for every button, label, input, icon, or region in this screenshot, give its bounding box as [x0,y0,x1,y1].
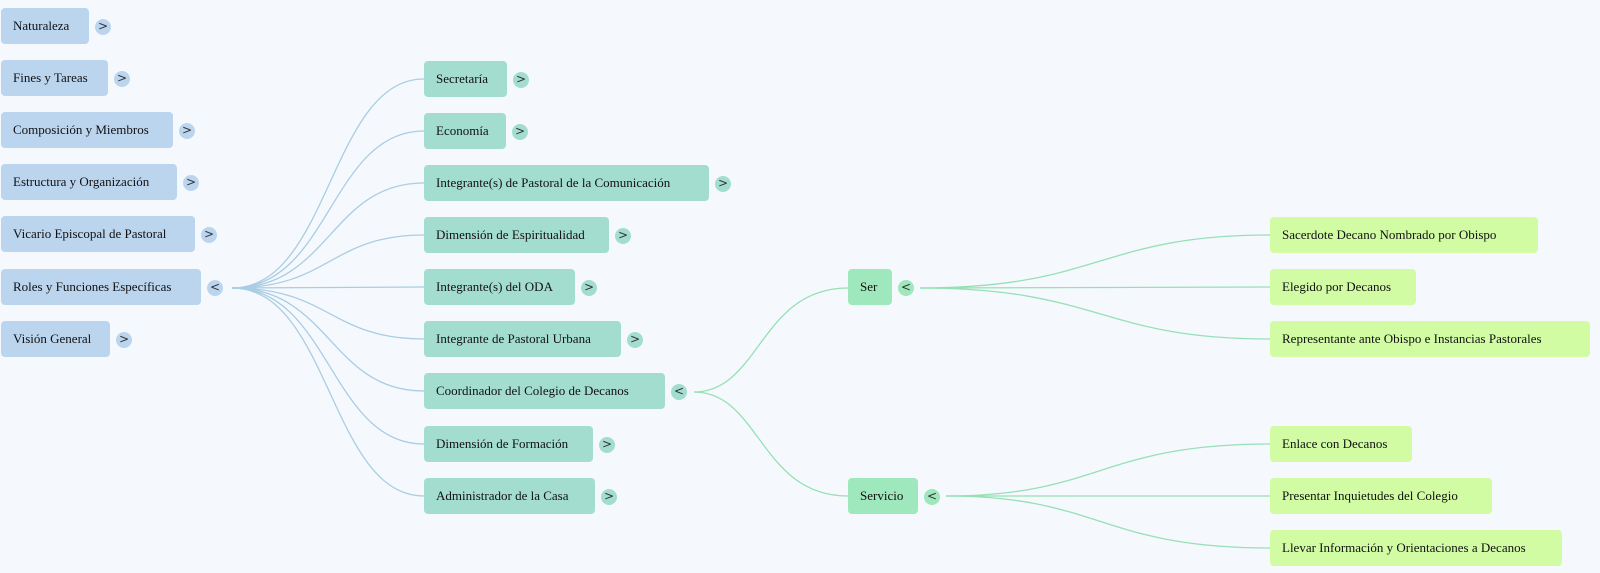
node-ser[interactable]: Ser [848,269,892,305]
node-enlace-con-decanos[interactable]: Enlace con Decanos [1270,426,1412,462]
node-dimension-formacion[interactable]: Dimensión de Formación [424,426,593,462]
collapse-coordinador-icon[interactable]: < [671,384,687,400]
node-presentar-inquietudes[interactable]: Presentar Inquietudes del Colegio [1270,478,1492,514]
expand-economia-icon[interactable]: > [512,124,528,140]
node-vision-general[interactable]: Visión General [1,321,110,357]
node-representante-obispo[interactable]: Representante ante Obispo e Instancias P… [1270,321,1590,357]
node-servicio[interactable]: Servicio [848,478,918,514]
node-pastoral-urbana[interactable]: Integrante de Pastoral Urbana [424,321,621,357]
node-naturaleza[interactable]: Naturaleza [1,8,89,44]
collapse-roles-y-funciones-icon[interactable]: < [207,280,223,296]
expand-composicion-y-miembros-icon[interactable]: > [179,123,195,139]
node-sacerdote-decano[interactable]: Sacerdote Decano Nombrado por Obispo [1270,217,1538,253]
node-elegido-por-decanos[interactable]: Elegido por Decanos [1270,269,1416,305]
link-roles-economia [231,130,425,289]
expand-vicario-episcopal-icon[interactable]: > [201,227,217,243]
node-coordinador-colegio-decanos[interactable]: Coordinador del Colegio de Decanos [424,373,665,409]
node-integrante-oda[interactable]: Integrante(s) del ODA [424,269,575,305]
node-pastoral-comunicacion[interactable]: Integrante(s) de Pastoral de la Comunica… [424,165,709,201]
node-dimension-espiritualidad[interactable]: Dimensión de Espiritualidad [424,217,609,253]
link-roles-secretaria [231,78,425,289]
expand-dimension-formacion-icon[interactable]: > [599,437,615,453]
link-coordinador-ser [693,287,849,393]
node-economia[interactable]: Economía [424,113,506,149]
link-roles-urbana [231,287,425,340]
expand-pastoral-comunicacion-icon[interactable]: > [715,176,731,192]
node-composicion-y-miembros[interactable]: Composición y Miembros [1,112,173,148]
expand-estructura-y-organizacion-icon[interactable]: > [183,175,199,191]
expand-fines-y-tareas-icon[interactable]: > [114,71,130,87]
expand-administrador-casa-icon[interactable]: > [601,489,617,505]
expand-integrante-oda-icon[interactable]: > [581,280,597,296]
link-ser-elegido [919,286,1271,289]
link-coordinador-servicio [693,391,849,497]
link-servicio-enlace [945,443,1271,497]
node-administrador-casa[interactable]: Administrador de la Casa [424,478,595,514]
expand-naturaleza-icon[interactable]: > [95,19,111,35]
link-ser-sacerdote [919,234,1271,289]
link-roles-formacion [231,287,425,445]
node-llevar-informacion[interactable]: Llevar Información y Orientaciones a Dec… [1270,530,1562,566]
collapse-servicio-icon[interactable]: < [924,489,940,505]
link-roles-comunicacion [231,182,425,289]
expand-vision-general-icon[interactable]: > [116,332,132,348]
link-ser-representante [919,287,1271,340]
link-roles-espiritualidad [231,234,425,289]
node-fines-y-tareas[interactable]: Fines y Tareas [1,60,108,96]
node-secretaria[interactable]: Secretaría [424,61,507,97]
node-roles-y-funciones[interactable]: Roles y Funciones Específicas [1,269,201,305]
expand-dimension-espiritualidad-icon[interactable]: > [615,228,631,244]
expand-secretaria-icon[interactable]: > [513,72,529,88]
expand-pastoral-urbana-icon[interactable]: > [627,332,643,348]
link-roles-administrador [231,287,425,497]
node-estructura-y-organizacion[interactable]: Estructura y Organización [1,164,177,200]
link-roles-coordinador [231,287,425,392]
node-vicario-episcopal-de-pastoral[interactable]: Vicario Episcopal de Pastoral [1,216,195,252]
link-roles-oda [231,286,425,289]
collapse-ser-icon[interactable]: < [898,280,914,296]
link-servicio-llevar [945,495,1271,549]
